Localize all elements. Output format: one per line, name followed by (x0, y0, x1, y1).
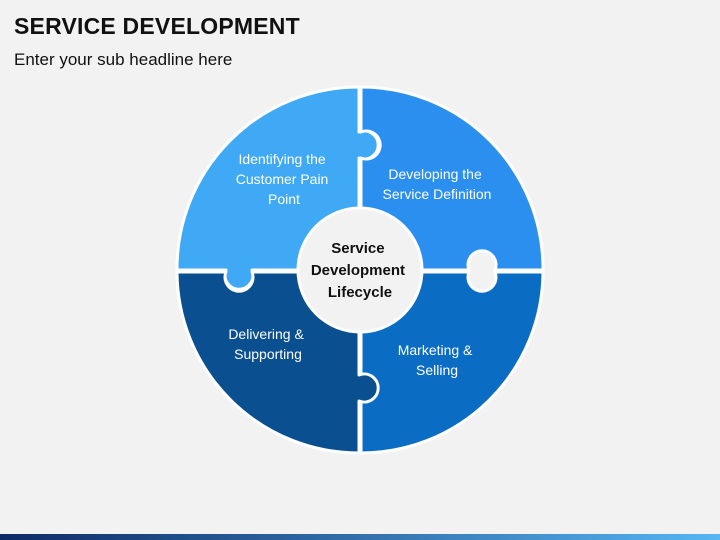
label-developing: Developing the Service Definition (383, 166, 492, 202)
center-circle (296, 206, 424, 334)
label-identifying: Identifying the Customer Pain Point (236, 151, 332, 207)
footer-gradient-bar (0, 534, 720, 540)
label-marketing: Marketing & Selling (398, 342, 477, 378)
page-title: SERVICE DEVELOPMENT (14, 13, 300, 39)
center-label: Service Development Lifecycle (311, 240, 409, 301)
page-subtitle: Enter your sub headline here (14, 50, 233, 69)
label-delivering: Delivering & Supporting (228, 326, 307, 362)
puzzle-piece-developing (359, 85, 545, 272)
